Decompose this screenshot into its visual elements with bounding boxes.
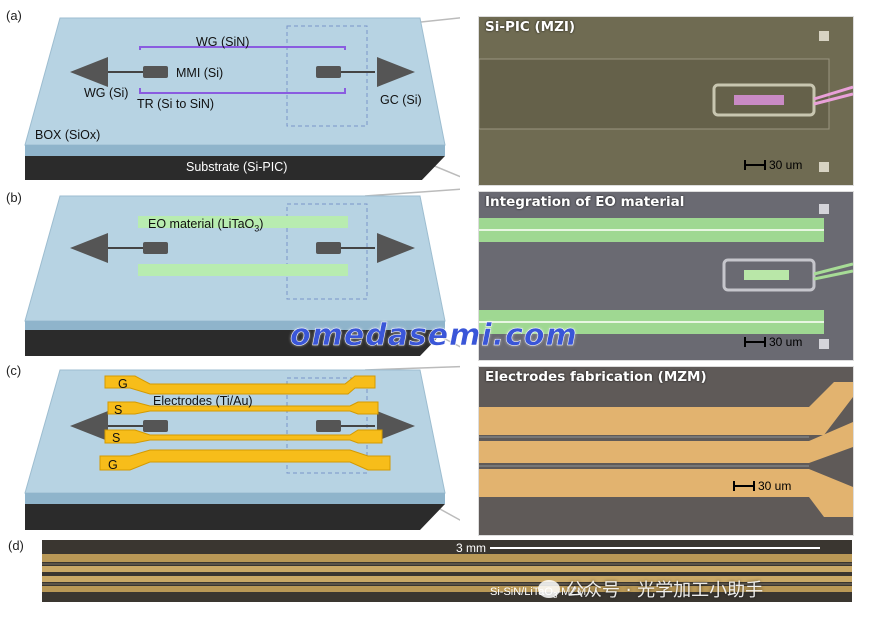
scalebar-a-bar (744, 160, 766, 170)
wechat-caption: 公众号 · 光学加工小助手 (538, 576, 763, 602)
gc-label: GC (Si) (380, 93, 422, 107)
scalebar-c-text: 30 um (758, 479, 792, 493)
chip-schematic-b (24, 188, 460, 356)
eo-material-sub: 3 (254, 223, 260, 234)
scalebar-b: 30 um (744, 335, 802, 349)
scalebar-b-text: 30 um (769, 335, 803, 349)
electrode-g1-label: G (118, 377, 128, 391)
micrograph-si-pic: Si-PIC (MZI) 30 um (478, 16, 854, 186)
scalebar-c: 30 um (733, 479, 791, 493)
panel-c-label: (c) (6, 363, 22, 378)
electrode-g2-label: G (108, 458, 118, 472)
micro-title-c: Electrodes fabrication (MZM) (485, 369, 707, 385)
substrate-label: Substrate (Si-PIC) (186, 160, 288, 174)
chip-schematic-a (24, 17, 460, 180)
micrograph-eo-integration: Integration of EO material 30 um (478, 191, 854, 361)
wg-si-label: WG (Si) (84, 86, 129, 100)
scalebar-b-bar (744, 337, 766, 347)
panel-b-label: (b) (6, 190, 22, 205)
wg-sin-label: WG (SiN) (196, 35, 250, 49)
mmi-label: MMI (Si) (176, 66, 224, 80)
eo-material-label: EO material (LiTaO3) (148, 217, 263, 234)
electrode-s2-label: S (112, 431, 121, 445)
micro-title-b: Integration of EO material (485, 194, 685, 210)
scalebar-d-bar (490, 547, 820, 549)
panel-a-label: (a) (6, 8, 22, 23)
eo-material-text: EO material (LiTaO (148, 217, 255, 231)
tr-label: TR (Si to SiN) (137, 97, 215, 111)
scalebar-c-bar (733, 481, 755, 491)
scalebar-a-text: 30 um (769, 158, 803, 172)
device-name-text: Si-SiN/LiTaO (490, 586, 553, 598)
micrograph-full-device: 3 mm Si-SiN/LiTaO3-MZM (42, 540, 852, 602)
wechat-icon (538, 580, 560, 598)
device-name-suffix: -MZM (557, 586, 587, 598)
micro-title-a: Si-PIC (MZI) (485, 19, 576, 35)
scalebar-a: 30 um (744, 158, 802, 172)
micrograph-electrodes: Electrodes fabrication (MZM) 30 um (478, 366, 854, 536)
box-label: BOX (SiOx) (35, 128, 101, 142)
panel-d-label: (d) (8, 538, 24, 553)
watermark-text: omedasemi.com (290, 318, 578, 354)
electrodes-label: Electrodes (Ti/Au) (153, 394, 253, 408)
scalebar-d-text: 3 mm (456, 541, 486, 555)
electrode-s1-label: S (114, 403, 123, 417)
eo-material-suffix: ) (259, 217, 264, 231)
wechat-caption-text: 公众号 · 光学加工小助手 (566, 580, 764, 601)
scalebar-d: 3 mm (456, 541, 820, 555)
chip-schematic-c (24, 365, 460, 530)
